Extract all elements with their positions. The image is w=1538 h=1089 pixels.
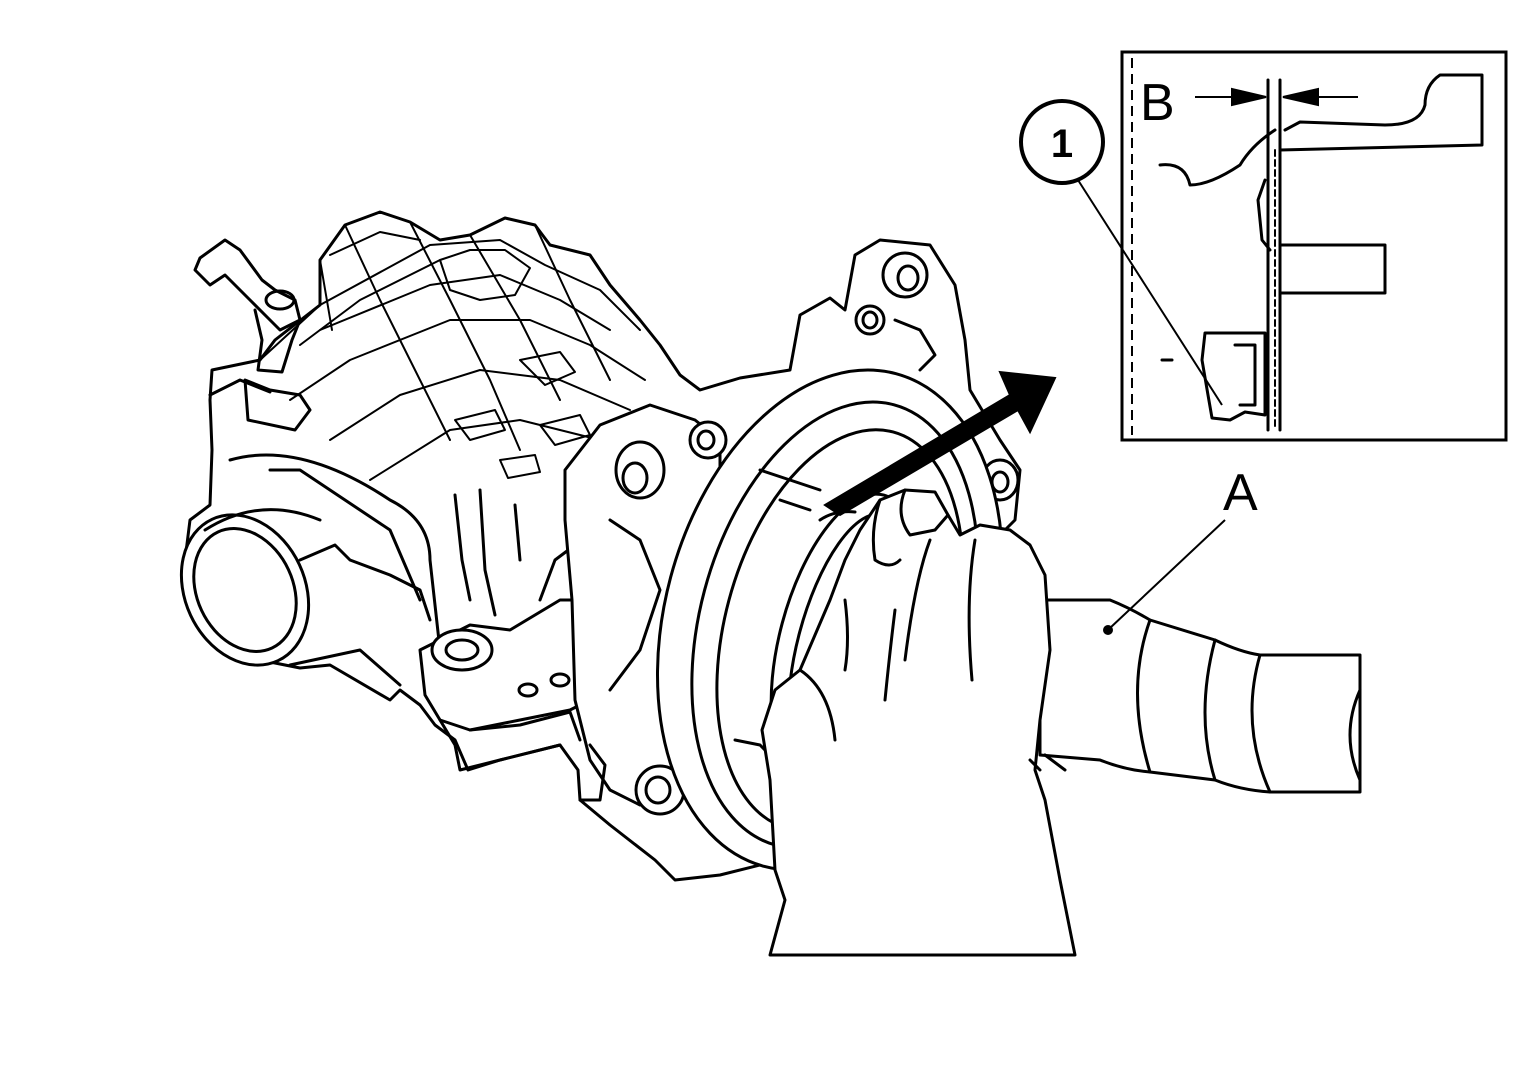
part-number-label: 1 [1051,122,1073,166]
installer-tool-shaft [1038,598,1362,794]
tool-a-label: A [1223,464,1258,522]
seal-detail-inset: B [1120,50,1508,442]
installation-direction-arrow [823,370,1057,517]
callout-a: A [1103,464,1258,635]
dimension-b-label: B [1140,74,1175,132]
callout-1: 1 [1019,99,1223,406]
hand [760,488,1077,957]
